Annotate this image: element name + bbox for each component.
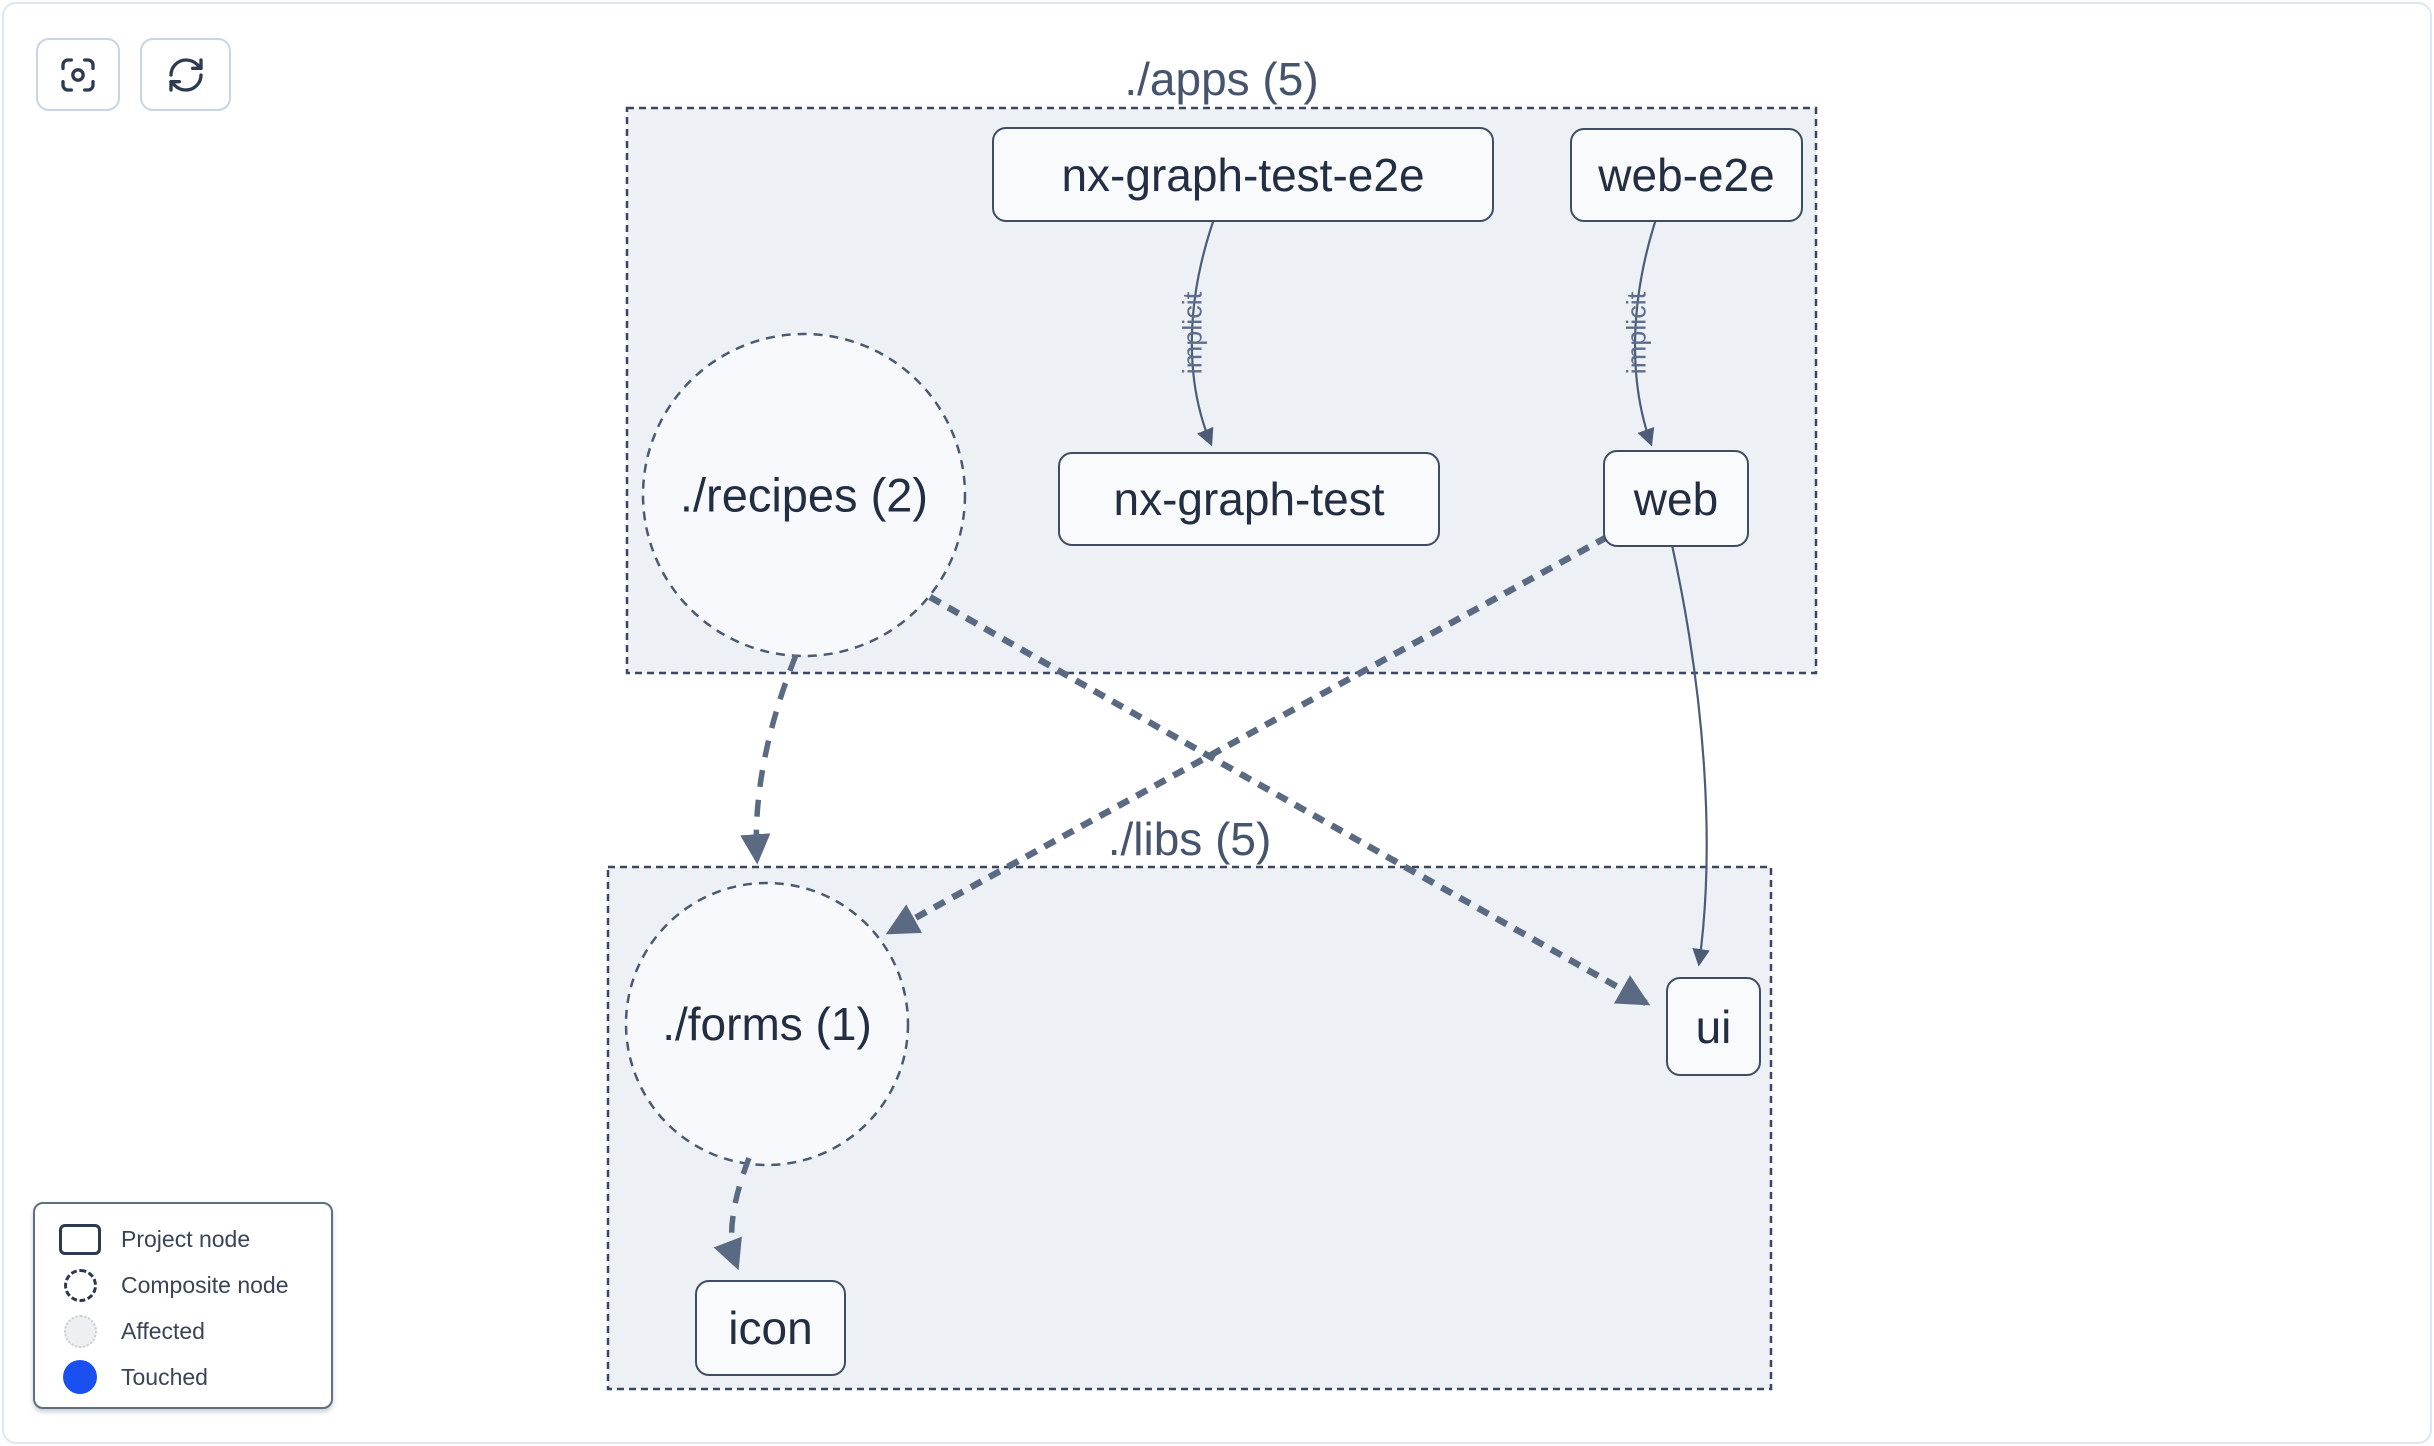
edge-label-implicit-1: implicit	[1177, 291, 1208, 375]
legend-item-touched: Touched	[57, 1354, 331, 1400]
composite-node-recipes[interactable]	[641, 332, 967, 658]
node-web[interactable]: web	[1603, 450, 1749, 547]
focus-icon	[61, 57, 95, 92]
touched-swatch-icon	[57, 1360, 103, 1394]
node-nx-graph-test-e2e[interactable]: nx-graph-test-e2e	[992, 127, 1494, 222]
affected-swatch-icon	[57, 1314, 103, 1348]
node-web-e2e[interactable]: web-e2e	[1570, 128, 1803, 222]
node-nx-graph-test[interactable]: nx-graph-test	[1058, 452, 1440, 546]
refresh-button[interactable]	[140, 38, 231, 111]
legend-label: Project node	[121, 1225, 251, 1252]
node-icon[interactable]: icon	[695, 1280, 846, 1376]
node-label: web-e2e	[1598, 149, 1775, 201]
edge-recipes-to-forms	[740, 653, 799, 865]
node-label: nx-graph-test	[1113, 473, 1385, 525]
legend-item-project-node: Project node	[57, 1216, 331, 1262]
refresh-icon	[168, 57, 203, 92]
node-label: nx-graph-test-e2e	[1061, 148, 1425, 201]
group-label-libs: ./libs (5)	[1107, 813, 1272, 865]
legend-label: Touched	[121, 1363, 208, 1390]
composite-label-forms[interactable]: ./forms (1)	[662, 998, 872, 1050]
node-ui[interactable]: ui	[1666, 977, 1761, 1076]
node-label: ui	[1695, 1000, 1732, 1053]
edge-web-to-ui	[1670, 544, 1710, 967]
node-label: icon	[728, 1302, 813, 1354]
composite-node-forms[interactable]	[624, 881, 910, 1167]
edge-web-e2e-to-web	[1633, 218, 1658, 447]
legend-label: Composite node	[121, 1271, 289, 1298]
legend-item-composite-node: Composite node	[57, 1262, 331, 1308]
edge-forms-to-icon	[713, 1157, 752, 1271]
edge-nx-graph-test-e2e-to-nx-graph-test	[1190, 218, 1216, 447]
edge-label-implicit-2: implicit	[1621, 291, 1652, 375]
legend-item-affected: Affected	[57, 1308, 331, 1354]
graph-toolbar	[36, 38, 231, 111]
project-node-swatch-icon	[57, 1223, 103, 1255]
legend: Project node Composite node Affected Tou…	[33, 1202, 333, 1409]
edge-web-to-forms	[885, 534, 1609, 935]
focus-button[interactable]	[36, 38, 120, 111]
composite-node-swatch-icon	[57, 1268, 103, 1302]
legend-label: Affected	[121, 1317, 205, 1344]
node-label: web	[1633, 472, 1719, 525]
composite-label-recipes[interactable]: ./recipes (2)	[679, 468, 929, 522]
group-label-apps: ./apps (5)	[1124, 53, 1319, 105]
